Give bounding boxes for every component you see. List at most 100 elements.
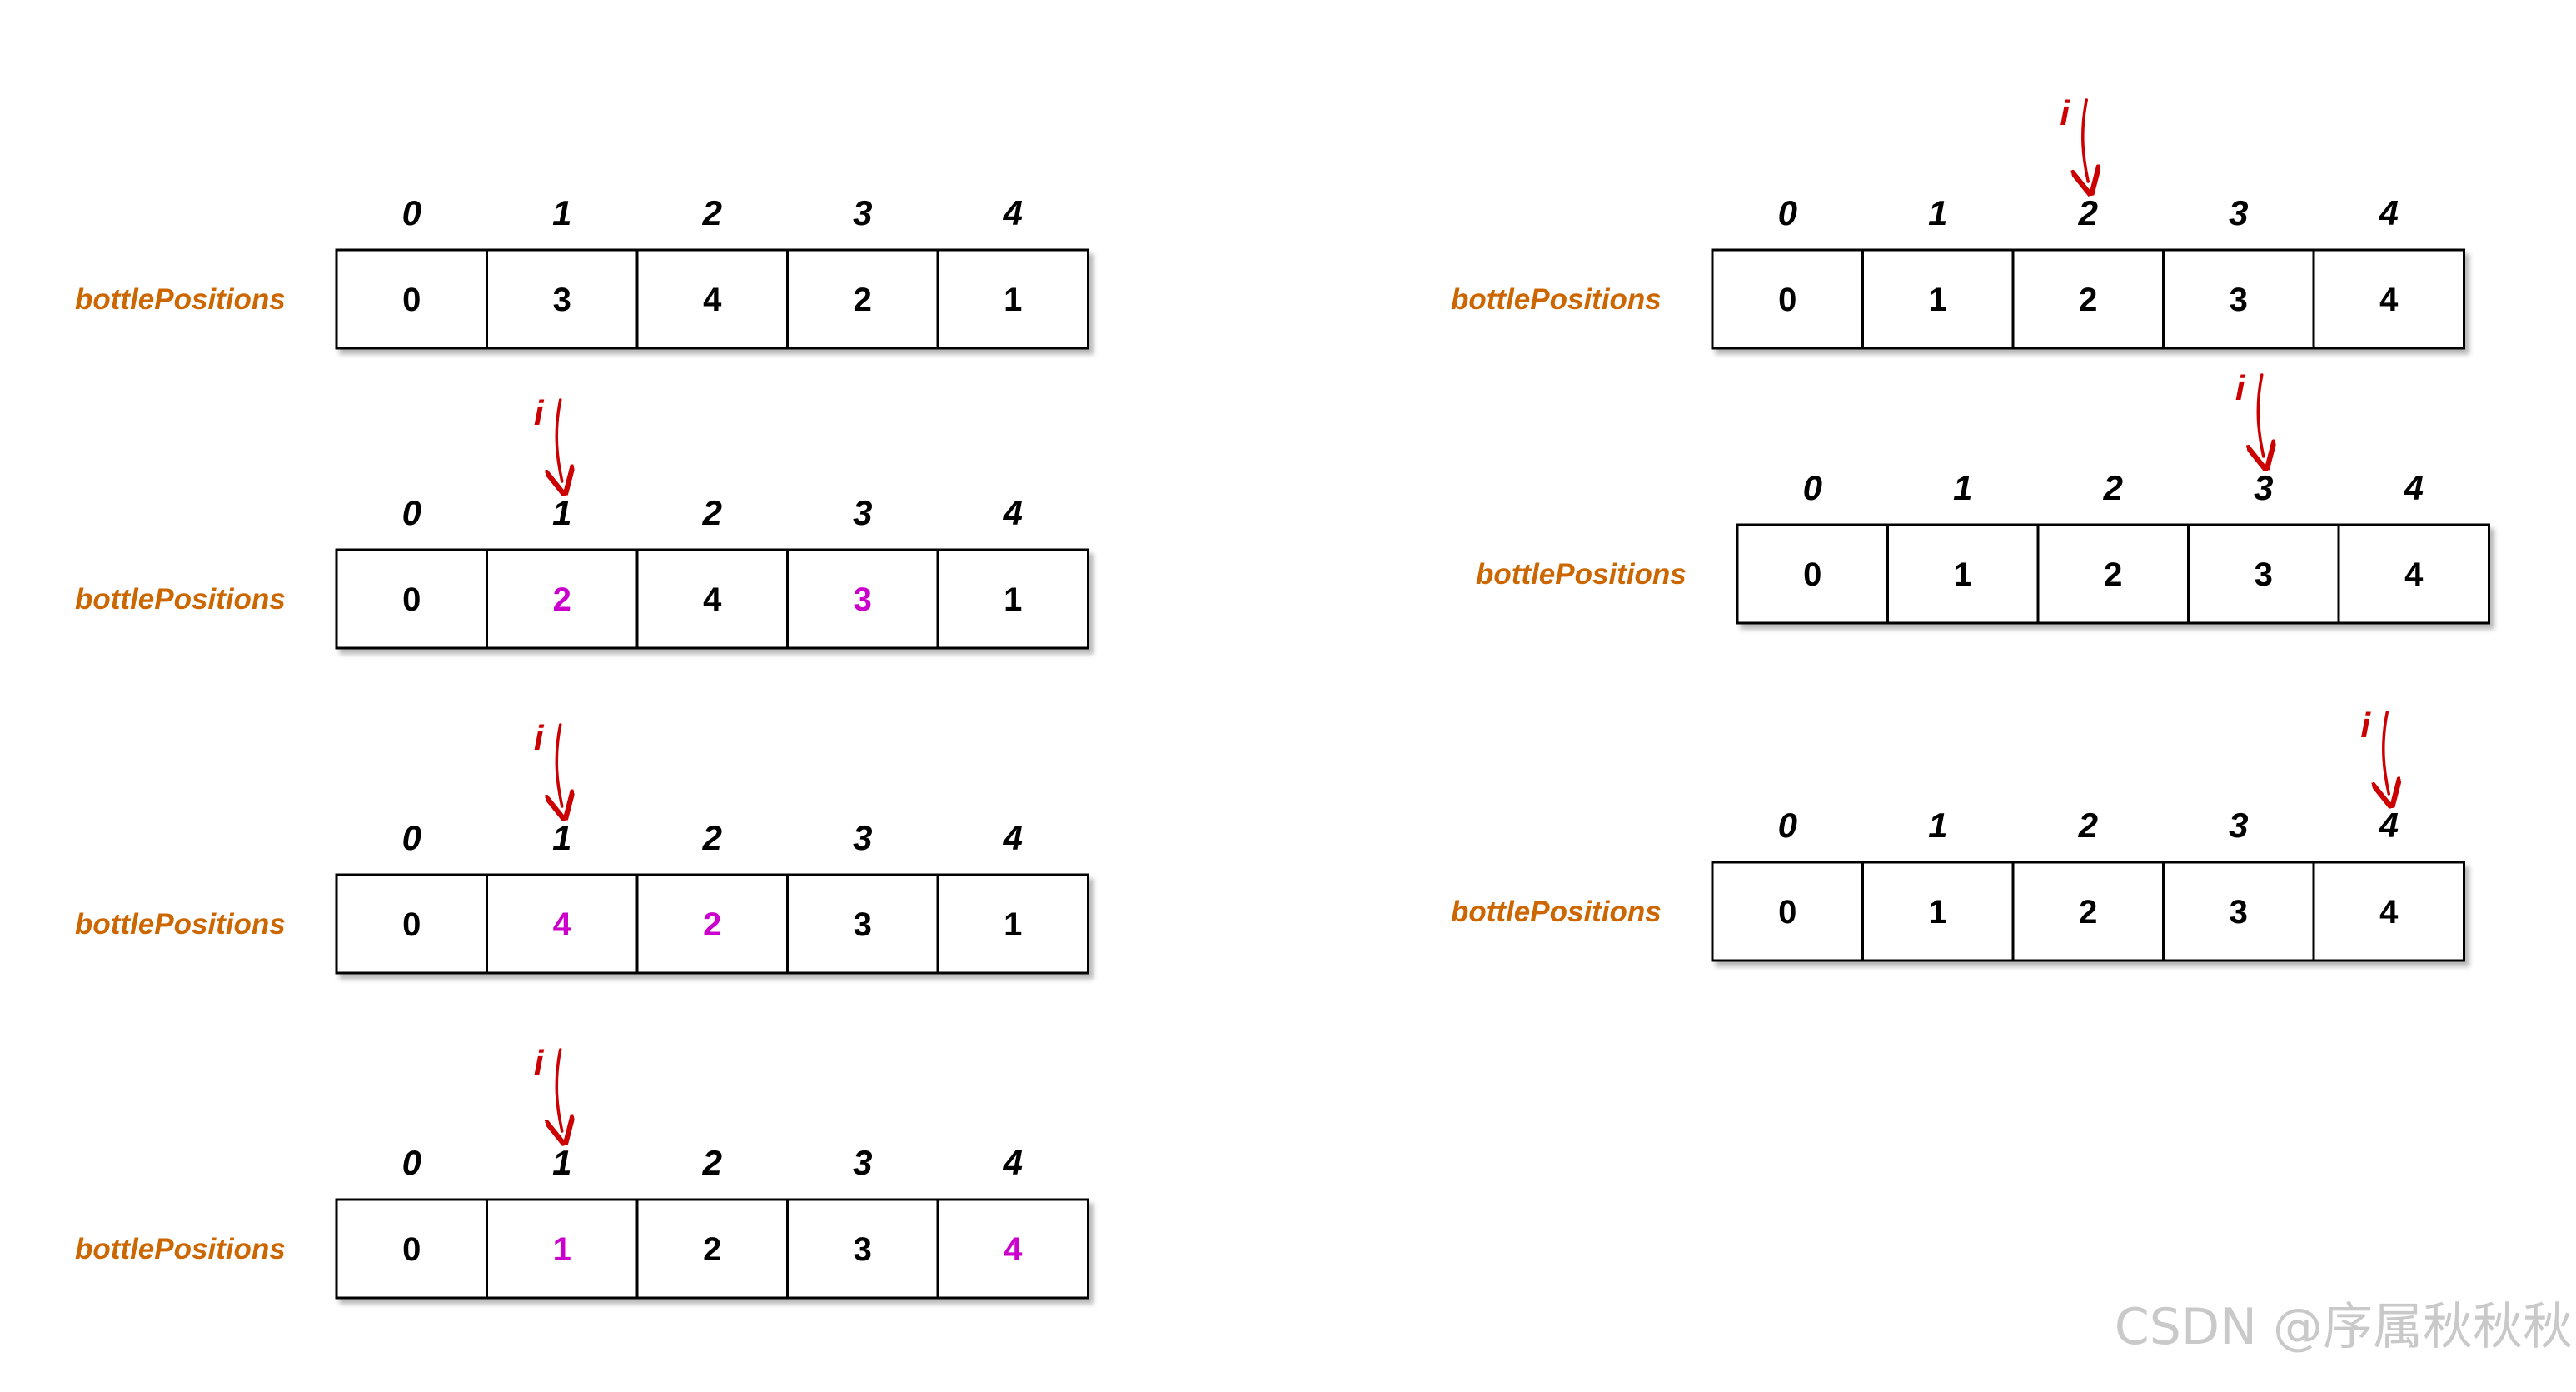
pointer-arrow bbox=[2384, 711, 2389, 794]
cell-value-highlighted: 4 bbox=[553, 906, 572, 943]
cell-value: 1 bbox=[1004, 581, 1022, 618]
index-label: 0 bbox=[402, 818, 421, 857]
index-label: 2 bbox=[702, 818, 722, 857]
cell-value-highlighted: 3 bbox=[854, 581, 872, 618]
index-label: 4 bbox=[1003, 1143, 1023, 1182]
array-panel: bottlePositions 0 4 2 3 1 0 1 2 3 4 i bbox=[75, 718, 1089, 975]
index-label: 1 bbox=[552, 193, 571, 232]
index-label: 1 bbox=[1928, 193, 1947, 232]
index-label: 4 bbox=[2379, 193, 2399, 232]
array-label: bottlePositions bbox=[75, 1233, 286, 1265]
cell-value: 3 bbox=[553, 282, 571, 318]
cell-value: 1 bbox=[1004, 282, 1022, 318]
array-cell bbox=[2337, 523, 2490, 625]
index-label: 2 bbox=[702, 193, 722, 232]
index-label: 0 bbox=[1778, 193, 1797, 232]
index-label: 3 bbox=[2229, 193, 2248, 232]
array-label: bottlePositions bbox=[75, 283, 286, 316]
index-label: 2 bbox=[2078, 806, 2098, 845]
cell-value: 2 bbox=[2079, 282, 2097, 318]
index-label: 3 bbox=[2254, 468, 2273, 507]
index-label: 0 bbox=[402, 1143, 421, 1182]
index-label: 3 bbox=[853, 1143, 872, 1182]
index-label: 4 bbox=[2404, 468, 2424, 507]
cell-value-highlighted: 4 bbox=[1004, 1231, 1023, 1268]
cell-value: 0 bbox=[402, 906, 421, 943]
array-label: bottlePositions bbox=[75, 908, 286, 940]
cell-value: 4 bbox=[2404, 556, 2424, 593]
array-box bbox=[335, 548, 1089, 650]
cell-value: 0 bbox=[1778, 894, 1796, 930]
array-cell bbox=[2312, 248, 2465, 350]
index-label: 2 bbox=[702, 493, 722, 532]
index-label: 4 bbox=[1003, 818, 1023, 857]
index-label: 0 bbox=[1803, 468, 1822, 507]
array-label: bottlePositions bbox=[1476, 558, 1687, 591]
index-label: 1 bbox=[552, 1143, 571, 1182]
index-label: 2 bbox=[2078, 193, 2098, 232]
cell-value: 4 bbox=[703, 581, 722, 618]
cell-value: 2 bbox=[2079, 894, 2097, 930]
array-cell bbox=[936, 1198, 1089, 1300]
index-label: 2 bbox=[2103, 468, 2123, 507]
pointer-label: i bbox=[534, 393, 545, 432]
cell-value-highlighted: 2 bbox=[703, 906, 721, 943]
index-label: 3 bbox=[853, 818, 872, 857]
index-label: 2 bbox=[702, 1143, 722, 1182]
pointer-arrow bbox=[556, 398, 561, 481]
array-panel: bottlePositions 0 1 2 3 4 0 1 2 3 4 i bbox=[1476, 368, 2490, 625]
index-label: 3 bbox=[2229, 806, 2248, 845]
cell-value: 1 bbox=[1954, 556, 1972, 593]
pointer-arrow bbox=[2258, 373, 2263, 457]
pointer-arrow bbox=[556, 723, 561, 806]
index-label: 3 bbox=[853, 193, 872, 232]
index-label: 4 bbox=[1003, 193, 1023, 232]
pointer-label: i bbox=[2360, 706, 2371, 745]
cell-value: 1 bbox=[1929, 894, 1947, 930]
cell-value: 2 bbox=[2104, 556, 2122, 593]
cell-value: 2 bbox=[854, 282, 872, 318]
index-label: 1 bbox=[552, 818, 571, 857]
cell-value: 1 bbox=[1004, 906, 1022, 943]
cell-value: 1 bbox=[1929, 282, 1947, 318]
index-label: 3 bbox=[853, 493, 872, 532]
pointer-label: i bbox=[534, 718, 545, 757]
cell-value: 3 bbox=[854, 1231, 872, 1268]
index-label: 0 bbox=[402, 493, 421, 532]
index-label: 4 bbox=[1003, 493, 1023, 532]
array-label: bottlePositions bbox=[75, 583, 286, 616]
array-label: bottlePositions bbox=[1451, 896, 1662, 928]
cell-value: 3 bbox=[2255, 556, 2273, 593]
cell-value: 4 bbox=[2379, 894, 2399, 930]
array-cell bbox=[936, 548, 1089, 650]
pointer-label: i bbox=[2235, 368, 2246, 407]
cell-value: 0 bbox=[1803, 556, 1821, 593]
array-box bbox=[1736, 523, 2490, 625]
index-label: 1 bbox=[1928, 806, 1947, 845]
cell-value: 3 bbox=[2230, 894, 2248, 930]
cell-value-highlighted: 1 bbox=[553, 1231, 571, 1268]
index-label: 4 bbox=[2379, 806, 2399, 845]
array-cell bbox=[2312, 861, 2465, 962]
array-panel: bottlePositions 0 1 2 3 4 0 1 2 3 4 i bbox=[1451, 706, 2465, 962]
pointer-arrow bbox=[556, 1048, 561, 1131]
array-box bbox=[335, 248, 1089, 350]
cell-value: 3 bbox=[2230, 282, 2248, 318]
index-label: 0 bbox=[402, 193, 421, 232]
cell-value: 3 bbox=[854, 906, 872, 943]
cell-value-highlighted: 2 bbox=[553, 581, 571, 618]
array-label: bottlePositions bbox=[1451, 283, 1662, 316]
index-label: 1 bbox=[1953, 468, 1972, 507]
pointer-label: i bbox=[2060, 93, 2070, 132]
watermark: CSDN @序属秋秋秋 bbox=[2114, 1298, 2573, 1356]
array-cell bbox=[936, 873, 1089, 975]
index-label: 0 bbox=[1778, 806, 1797, 845]
index-label: 1 bbox=[552, 493, 571, 532]
pointer-label: i bbox=[534, 1043, 545, 1082]
pointer-arrow bbox=[2083, 98, 2088, 182]
